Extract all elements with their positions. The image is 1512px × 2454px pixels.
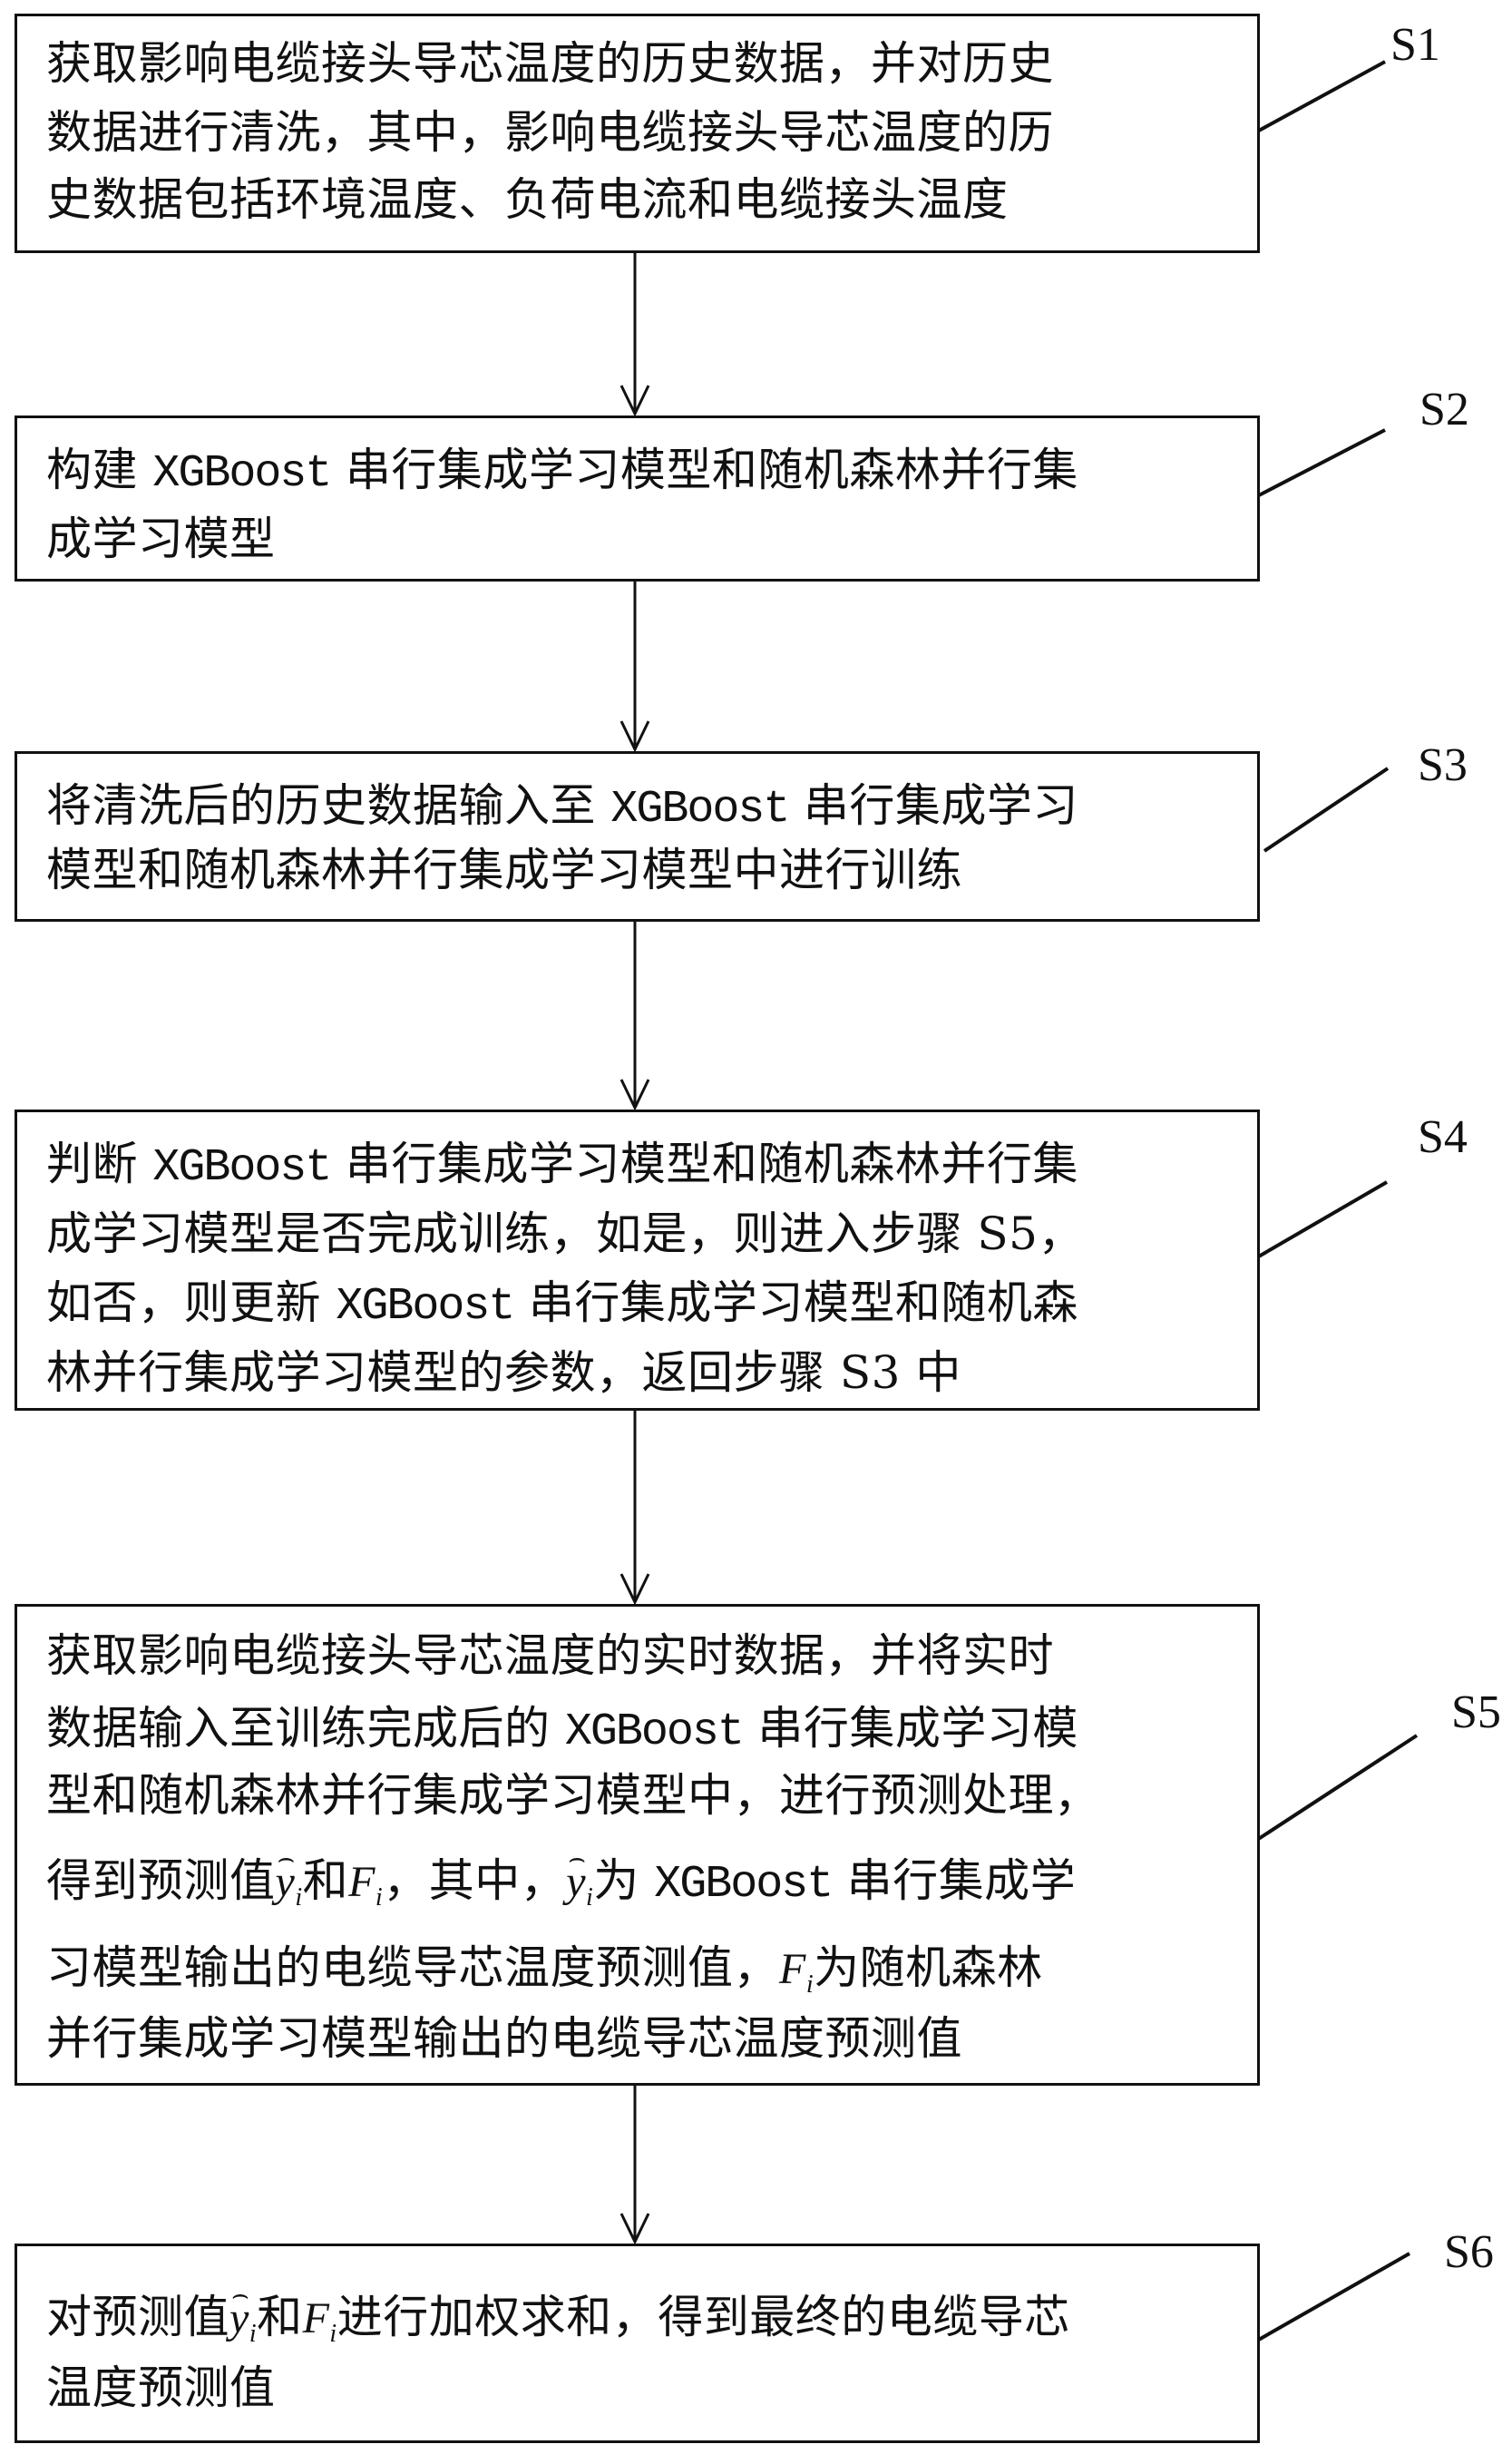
- step-box-s4: 判断 XGBoost 串行集成学习模型和随机森林并行集 成学习模型是否完成训练，…: [15, 1110, 1260, 1411]
- leader-s4: [1255, 1180, 1389, 1259]
- subscript: i: [295, 1883, 303, 1911]
- step-label-s3: S3: [1418, 739, 1468, 791]
- arrowhead-s3: [619, 720, 650, 753]
- text: 为 XGBoost 串行集成学: [593, 1854, 1077, 1911]
- step-s3-line: 模型和随机森林并行集成学习模型中进行训练: [46, 844, 962, 896]
- step-s1-line: 获取影响电缆接头导芯温度的历史数据，并对历史: [46, 37, 1054, 90]
- step-s3-line: 将清洗后的历史数据输入至 XGBoost 串行集成学习: [46, 779, 1078, 836]
- step-s2-line: 成学习模型: [46, 513, 276, 565]
- symbol: y: [275, 1858, 296, 1906]
- text: 习模型输出的电缆导芯温度预测值，: [46, 1941, 779, 1994]
- step-s4-line: 如否，则更新 XGBoost 串行集成学习模型和随机森: [46, 1276, 1078, 1333]
- step-s5-line: 获取影响电缆接头导芯温度的实时数据，并将实时: [46, 1629, 1054, 1682]
- leader-s5: [1255, 1734, 1419, 1842]
- arrowhead-s6: [619, 2213, 650, 2245]
- step-s1-line: 数据进行清洗，其中，影响电缆接头导芯温度的历: [46, 106, 1054, 159]
- step-label-s2: S2: [1419, 384, 1469, 435]
- f-symbol: Fi: [779, 1945, 814, 1999]
- xgboost-term: XGBoost: [564, 1706, 745, 1758]
- symbol: y: [566, 1858, 587, 1906]
- step-s6-line-2: 温度预测值: [46, 2361, 276, 2414]
- step-box-s2: 构建 XGBoost 串行集成学习模型和随机森林并行集 成学习模型: [15, 416, 1260, 582]
- y-hat-symbol: yi: [229, 2268, 258, 2361]
- text: 为随机森林: [814, 1941, 1043, 1994]
- subscript: i: [805, 1970, 815, 1999]
- step-s5-line: 数据输入至训练完成后的 XGBoost 串行集成学习模: [46, 1702, 1078, 1758]
- text: ，其中，: [383, 1854, 567, 1907]
- xgboost-term: XGBoost: [152, 1142, 332, 1194]
- step-s5-line-4: 得到预测值yi和Fi，其中，yi为 XGBoost 串行集成学: [46, 1832, 1077, 1911]
- arrowhead-s4: [619, 1079, 650, 1111]
- step-label-s1: S1: [1390, 19, 1440, 71]
- leader-s3: [1263, 767, 1390, 853]
- step-box-s1: 获取影响电缆接头导芯温度的历史数据，并对历史 数据进行清洗，其中，影响电缆接头导…: [15, 14, 1260, 253]
- xgboost-term: XGBoost: [610, 784, 790, 836]
- subscript: i: [586, 1883, 594, 1911]
- leader-s6: [1256, 2252, 1410, 2342]
- step-s4-line: 林并行集成学习模型的参数，返回步骤 S3 中: [46, 1346, 961, 1399]
- symbol: F: [348, 1858, 376, 1906]
- xgboost-term: XGBoost: [152, 448, 332, 500]
- leader-s1: [1256, 60, 1386, 133]
- y-hat-symbol: yi: [566, 1832, 594, 1925]
- text: 得到预测值: [46, 1854, 276, 1907]
- arrowhead-s5: [619, 1573, 650, 1606]
- step-label-s6: S6: [1444, 2226, 1494, 2278]
- step-box-s5: 获取影响电缆接头导芯温度的实时数据，并将实时 数据输入至训练完成后的 XGBoo…: [15, 1604, 1260, 2086]
- symbol: y: [229, 2294, 249, 2342]
- y-hat-symbol: yi: [275, 1832, 303, 1925]
- subscript: i: [375, 1883, 384, 1911]
- arrowhead-s2: [619, 385, 650, 417]
- step-s4-line: 判断 XGBoost 串行集成学习模型和随机森林并行集: [46, 1138, 1078, 1194]
- subscript: i: [329, 2320, 337, 2348]
- step-label-s4: S4: [1418, 1111, 1468, 1163]
- leader-s2: [1256, 428, 1386, 498]
- text: 和: [257, 2291, 303, 2343]
- f-symbol: Fi: [348, 1858, 383, 1911]
- symbol: F: [779, 1945, 806, 1993]
- step-s4-line: 成学习模型是否完成训练，如是，则进入步骤 S5，: [46, 1207, 1084, 1260]
- text: 对预测值: [46, 2291, 229, 2343]
- step-box-s3: 将清洗后的历史数据输入至 XGBoost 串行集成学习 模型和随机森林并行集成学…: [15, 751, 1260, 922]
- step-s5-line: 型和随机森林并行集成学习模型中，进行预测处理，: [46, 1769, 1100, 1822]
- subscript: i: [249, 2320, 258, 2348]
- f-symbol: Fi: [302, 2294, 337, 2348]
- text: 和: [302, 1854, 349, 1907]
- step-s6-line-1: 对预测值yi和Fi进行加权求和，得到最终的电缆导芯: [46, 2268, 1070, 2348]
- text: 进行加权求和，得到最终的电缆导芯: [337, 2291, 1070, 2343]
- step-s5-line-6: 并行集成学习模型输出的电缆导芯温度预测值: [46, 2012, 962, 2065]
- step-box-s6: 对预测值yi和Fi进行加权求和，得到最终的电缆导芯 温度预测值: [15, 2244, 1260, 2443]
- symbol: F: [302, 2294, 330, 2342]
- step-label-s5: S5: [1451, 1687, 1501, 1738]
- step-s2-line: 构建 XGBoost 串行集成学习模型和随机森林并行集: [46, 444, 1078, 500]
- step-s1-line: 史数据包括环境温度、负荷电流和电缆接头温度: [46, 173, 1009, 226]
- xgboost-term: XGBoost: [654, 1859, 834, 1911]
- step-s5-line-5: 习模型输出的电缆导芯温度预测值，Fi为随机森林: [46, 1941, 1043, 1999]
- xgboost-term: XGBoost: [336, 1281, 515, 1333]
